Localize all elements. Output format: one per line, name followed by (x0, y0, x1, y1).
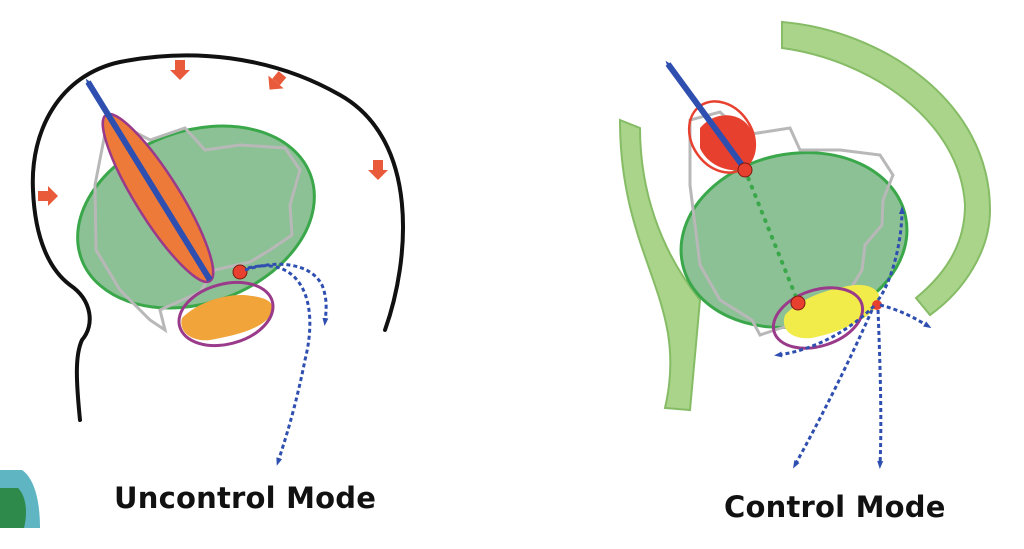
yellow-lobe (783, 284, 880, 339)
right-panel (618, 20, 992, 469)
corner-fragment (0, 470, 40, 528)
amber-lobe (181, 294, 274, 341)
gray-outline (93, 115, 302, 334)
red-node-lower (790, 295, 806, 311)
dotted-connector (743, 168, 800, 304)
purple-ring-lower (177, 280, 275, 348)
pressure-arrow-icon (38, 60, 388, 206)
head-outline (30, 53, 406, 422)
red-node (232, 264, 248, 280)
drainage-paths (244, 262, 329, 466)
axis-line (665, 60, 745, 167)
drainage-paths (774, 206, 932, 469)
purple-ring-lower (771, 286, 865, 350)
left-panel-caption: Uncontrol Mode (114, 481, 377, 515)
brace-left (618, 118, 702, 412)
brace-right (781, 20, 992, 317)
right-panel-caption: Control Mode (724, 490, 946, 524)
red-node-upper (737, 162, 753, 178)
gray-outline (688, 110, 895, 337)
axis-line (85, 78, 213, 282)
left-panel (30, 53, 406, 466)
